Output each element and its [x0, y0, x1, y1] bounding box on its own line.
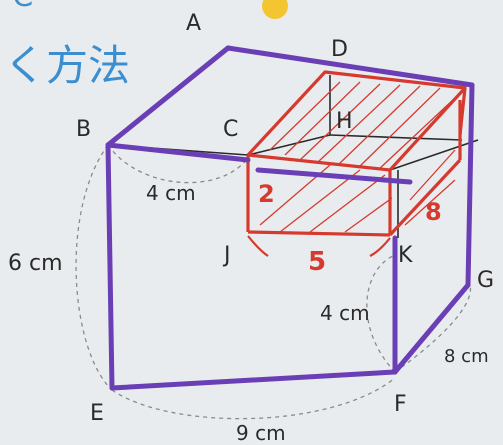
edge-mid-purple: [255, 167, 413, 185]
red-mark-depth: 8: [425, 198, 442, 226]
measure-be: 6 cm: [8, 251, 63, 276]
arc-fg: [394, 284, 472, 373]
edge-eb: [105, 142, 115, 391]
red-edge-k-back: [388, 158, 462, 237]
small-cuboid-outline: [246, 70, 467, 237]
heading-fragment-top: ℃: [0, 0, 34, 14]
label-point-h: H: [336, 109, 353, 134]
edge-ba: [105, 45, 231, 148]
measure-kf: 4 cm: [320, 301, 370, 325]
label-point-a: A: [186, 11, 201, 36]
red-ticks: [247, 235, 391, 257]
edge-back-right: [389, 139, 479, 171]
edge-right-g: [465, 82, 475, 288]
dashed-guides: [75, 144, 472, 420]
arc-kf: [366, 254, 396, 373]
edge-a-right: [225, 45, 475, 88]
heading-text: く方法: [4, 41, 130, 90]
label-point-e: E: [90, 401, 104, 426]
pushpin-icon: [262, 0, 288, 19]
hatching: [259, 81, 456, 233]
arc-be: [75, 144, 113, 391]
edge-fe: [109, 369, 398, 391]
edge-h-right: [329, 134, 463, 141]
red-edge-jk: [247, 230, 391, 237]
measure-bc: 4 cm: [146, 181, 196, 205]
red-mark-jk: 5: [308, 247, 326, 277]
label-point-k: K: [398, 243, 413, 268]
label-point-c: C: [223, 117, 238, 142]
edge-bc-purple: [105, 142, 251, 163]
red-top-back: [246, 70, 467, 157]
label-point-g: G: [477, 268, 494, 293]
edge-gf: [392, 282, 471, 375]
edge-ch: [247, 134, 331, 156]
arc-bc: [107, 144, 249, 184]
label-point-j: J: [222, 243, 231, 268]
measure-ef: 9 cm: [236, 421, 286, 445]
measure-fg: 8 cm: [444, 346, 489, 367]
label-point-b: B: [76, 117, 91, 142]
label-point-f: F: [394, 392, 407, 417]
red-mark-cj: 2: [258, 180, 275, 208]
label-point-d: D: [331, 37, 348, 62]
large-cuboid-outline: [105, 45, 475, 391]
